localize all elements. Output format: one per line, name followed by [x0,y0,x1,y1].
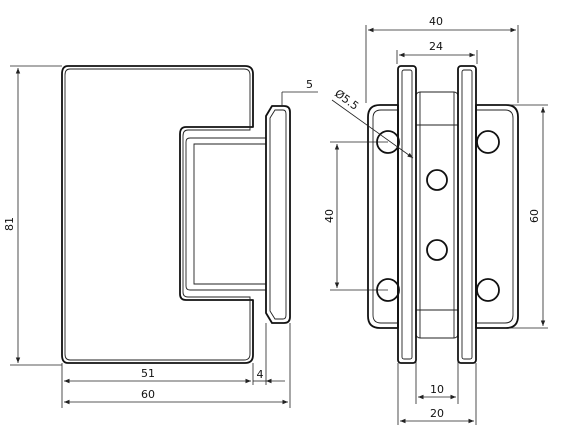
dim-body-length: 51 [141,367,155,380]
dim-gap: 10 [430,383,444,396]
dim-hole-diameter: Ø5.5 [332,87,361,113]
side-view-flange [265,105,291,324]
front-view-right-block [475,104,519,329]
front-view-center-body [415,91,459,339]
dim-width-total: 40 [429,15,443,28]
front-view-right-block-inner [475,109,514,324]
side-view-dimensions: 81 5 51 4 60 [3,65,318,408]
side-view-recess-2 [193,143,267,285]
side-view-body-inner [64,68,251,361]
side-view-recess [185,137,267,291]
dim-length-total: 60 [141,388,155,401]
side-view-body [61,65,254,364]
dim-flange: 4 [257,368,264,381]
front-view-left-block [367,104,399,329]
front-view-dimensions: 40 24 Ø5.5 40 60 10 20 [323,15,548,425]
front-view-left-block-inner [372,109,399,324]
front-view-left-plate [397,65,417,364]
dim-height-plate: 60 [528,209,541,223]
dim-base-width: 20 [430,407,444,420]
side-view-flange-inner [269,109,287,320]
front-view-right-plate [457,65,477,364]
front-view-holes [376,130,500,302]
dim-hole-spacing: 40 [323,209,336,223]
dim-width-inner: 24 [429,40,443,53]
dim-height-total: 81 [3,217,16,231]
dim-plate-thickness: 5 [306,78,313,91]
front-view [367,65,519,364]
side-view [61,65,291,364]
